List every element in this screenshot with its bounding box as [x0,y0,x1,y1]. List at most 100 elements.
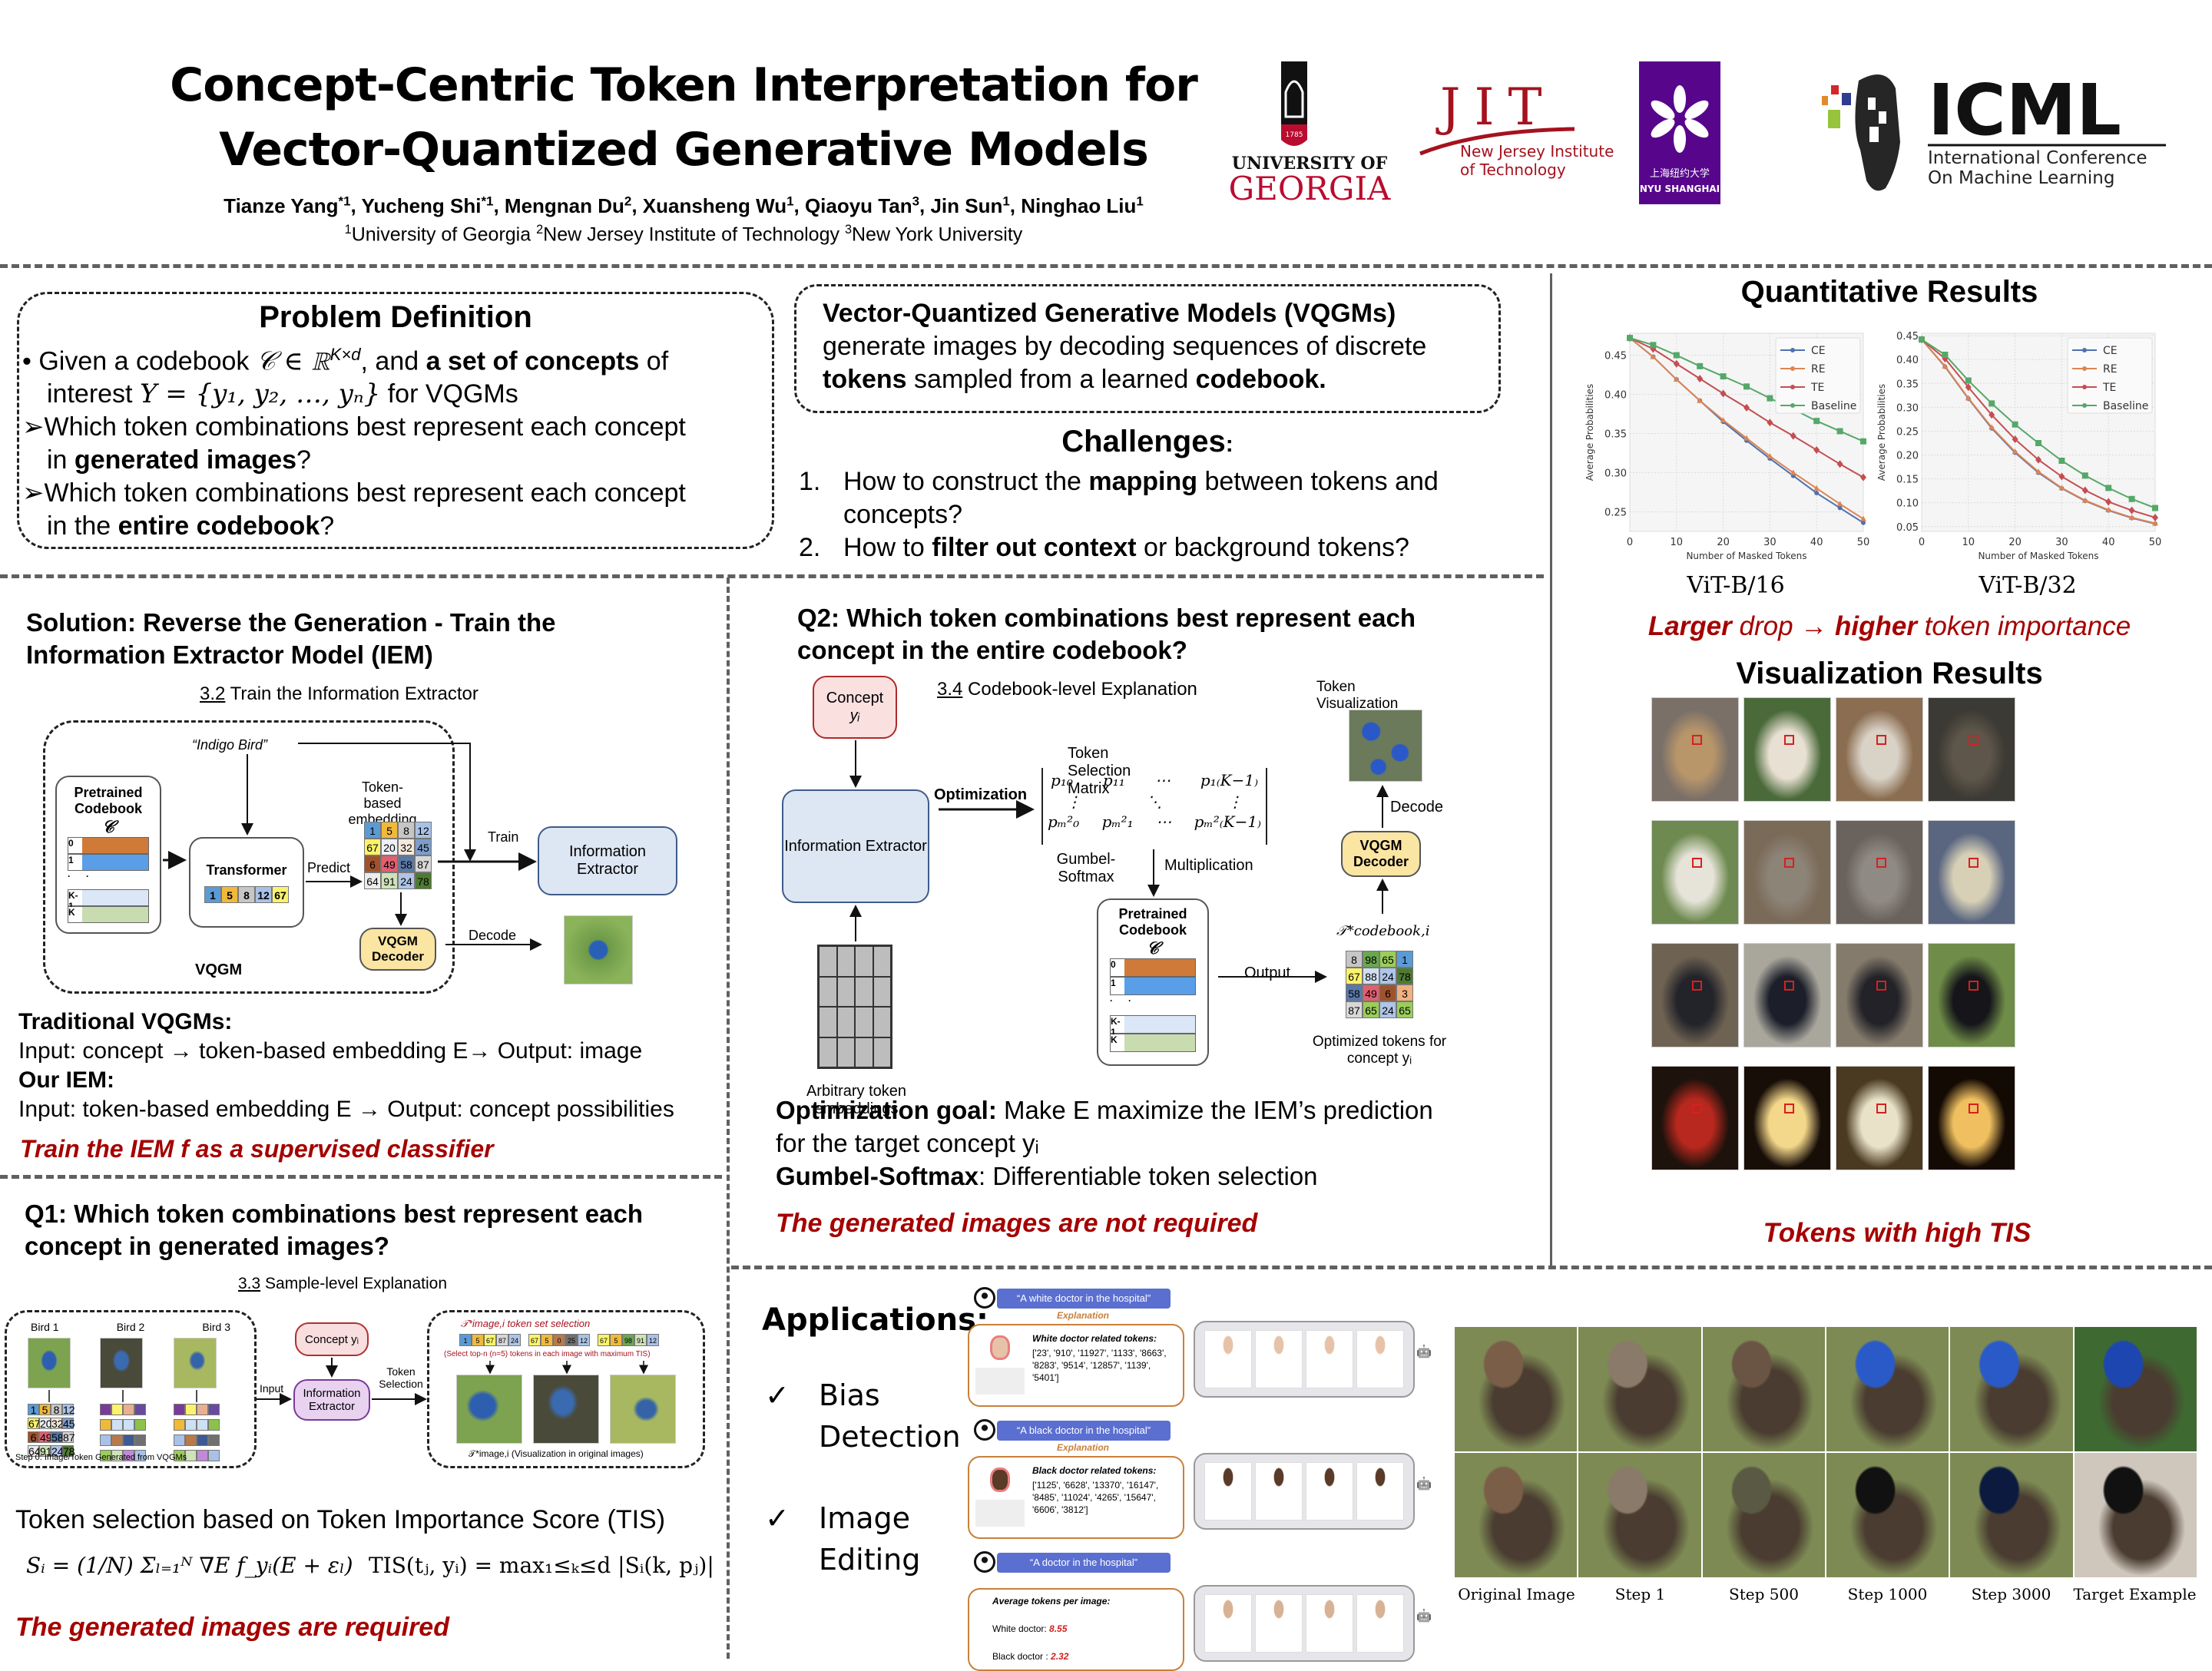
edited-bird-image [1455,1453,1578,1577]
token-cell: 64 [28,1445,41,1458]
select-note: (Select top-n (n=5) tokens in each image… [444,1350,651,1358]
high-tis-token-box [1876,1104,1886,1114]
bird-label: Bird 2 [116,1321,145,1333]
text: Q2: Which token combinations best repres… [797,604,1416,632]
token-cell [185,1404,197,1415]
legend-label: TE [2102,382,2116,394]
visualization-image-dog [1743,697,1831,802]
token-cell: 8 [238,885,255,903]
challenges-title: Challenges: [794,425,1501,459]
x-tick-label: 50 [2149,537,2162,548]
section-3-2-label: 3.2 Train the Information Extractor [200,683,478,705]
text-bold: mapping [1088,467,1198,496]
token-cell: 78 [415,872,432,889]
svg-text:On Machine Learning: On Machine Learning [1928,168,2114,188]
token-cell: 8 [51,1404,62,1416]
edited-bird-image [1455,1327,1578,1451]
text: token importance [1916,611,2131,641]
token-cell: 65 [1396,1001,1413,1018]
token-cell: 5 [472,1334,484,1346]
text: of [639,346,669,376]
text: Q1: Which token combinations best repres… [25,1199,644,1228]
bias-detection-panel: “A white doctor in the hospital”Explanat… [965,1278,1432,1671]
check-icon: ✓ [765,1501,790,1535]
iem-diagram-arrows [163,743,542,951]
token-cell: 32 [51,1418,64,1430]
doctor-image [975,1467,1025,1527]
text: concept in generated images? [25,1232,389,1260]
text: ? [320,511,335,541]
data-point-re [1697,397,1704,403]
data-point-baseline [1988,400,1995,407]
token-cell: 32 [398,839,415,855]
y-tick-label: 0.45 [1604,351,1627,362]
data-point-baseline [1942,351,1949,358]
svg-text:of Technology: of Technology [1460,160,1566,179]
average-tokens-title: Average tokens per image: [992,1596,1111,1606]
doctor-image [1204,1594,1252,1653]
text-bold: Gumbel-Softmax [776,1162,979,1190]
text: in [47,445,75,475]
y-tick-label: 0.30 [1604,468,1627,480]
decode-label: Decode [469,928,517,943]
data-point-re [2152,520,2158,526]
affiliation-mark: 3 [844,223,852,237]
svg-text:International Conference: International Conference [1928,148,2147,168]
data-point-te [2081,486,2088,495]
token-cell: 65 [1379,951,1396,968]
q2-title: Q2: Which token combinations best repres… [797,602,1416,667]
high-tis-token-box [1968,981,1979,991]
data-point-te [1988,411,1995,419]
prompt-bubble: “A black doctor in the hospital” [997,1421,1171,1441]
sample-diagram-arrows [48,1358,648,1405]
vqgm-decoder-box: VQGM Decoder [359,928,436,971]
token-cell: 6 [28,1431,39,1444]
step0-boundary [5,1310,257,1468]
quantitative-caption: Larger drop → higher token importance [1559,611,2212,642]
data-point-te [2012,435,2018,444]
ours-title: Our IEM: [18,1067,114,1093]
token-cell: 24 [398,872,415,889]
token-cell: 58 [398,855,415,872]
quantitative-title: Quantitative Results [1740,275,2038,309]
data-point-baseline [1650,342,1657,349]
chart-caption-b32: ViT-B/32 [1979,572,2077,599]
data-point-baseline [1860,438,1866,445]
x-tick-label: 40 [2102,537,2115,548]
divider-top-row [0,574,1544,578]
bird-image [28,1338,71,1388]
section-3-4-label: 3.4 Codebook-level Explanation [937,679,1197,700]
text-bold: Optimization goal: [776,1096,997,1124]
high-tis-token-box [1783,735,1794,746]
x-tick-label: 0 [1627,537,1633,548]
data-point-re [1965,395,1972,401]
pretrained-codebook: Pretrained Codebook 𝒞 0 1 · · K-1 K [55,776,161,934]
y-axis-label: Average Probabilities [1876,384,1887,481]
affiliations: 1University of Georgia 2New Jersey Insti… [0,223,1367,246]
generated-doctor-gallery [1194,1453,1415,1530]
token-cell: 5 [541,1334,553,1346]
token-cell [100,1434,111,1446]
visualization-caption: Tokens with high TIS [1763,1218,2032,1248]
token-cell [185,1419,197,1431]
token-cell: 78 [62,1445,75,1458]
token-cell [134,1434,146,1446]
transformer-label: Transformer [206,862,287,878]
token-cell [123,1404,134,1415]
visualization-image-candle [1743,1066,1831,1170]
data-point-baseline [1627,335,1633,342]
token-visualization-label: Token Visualization [1316,679,1399,712]
data-point-re [1767,453,1773,459]
arbitrary-token-cell [819,1007,837,1037]
data-point-re [2035,468,2041,475]
data-point-baseline [2058,457,2065,464]
data-point-ce [1837,505,1843,511]
token-cell [208,1434,220,1446]
legend-marker [2082,348,2087,352]
high-tis-token-box [1876,735,1886,746]
